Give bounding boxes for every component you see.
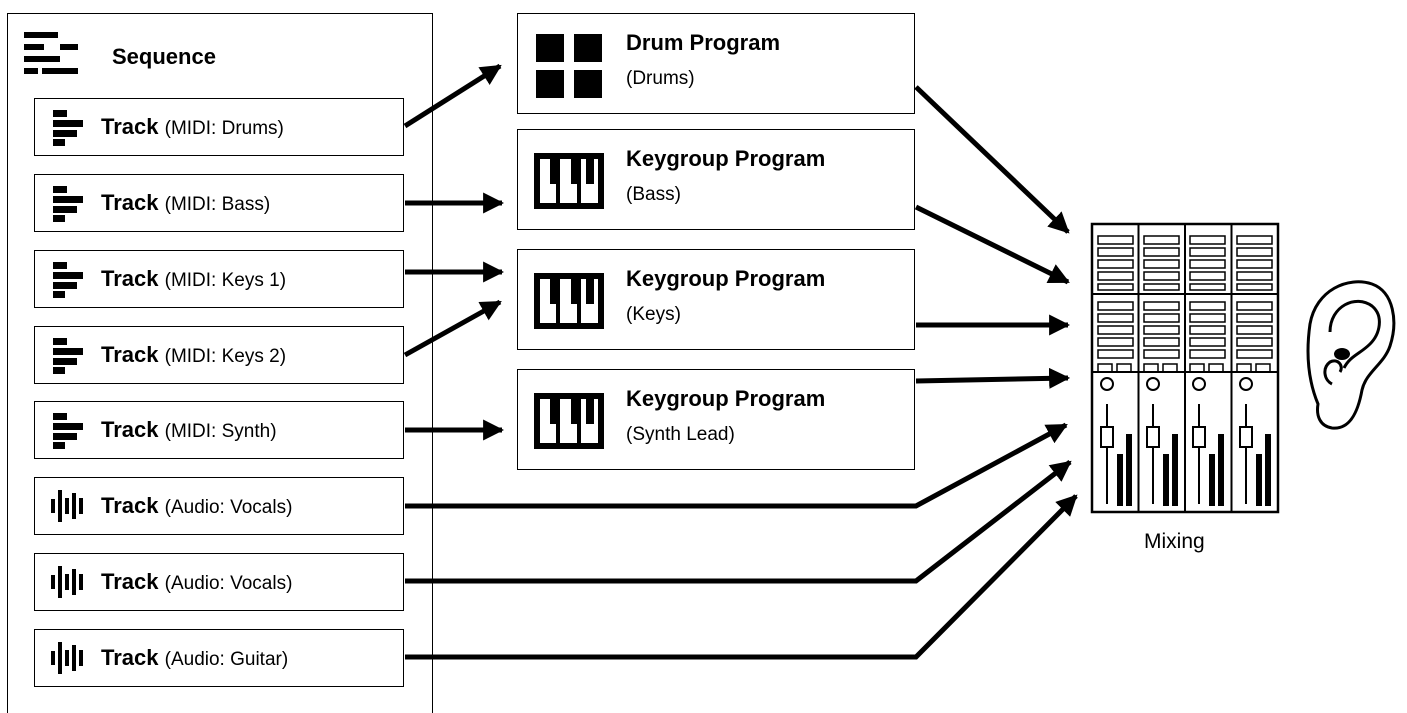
midi-track-icon [35, 175, 101, 231]
track-midi-synth[interactable]: Track (MIDI: Synth) [34, 401, 404, 459]
track-audio-vocals-2[interactable]: Track (Audio: Vocals) [34, 553, 404, 611]
program-detail: (Keys) [626, 304, 681, 325]
program-drum[interactable]: Drum Program (Drums) [517, 13, 915, 114]
track-detail: (MIDI: Bass) [164, 194, 271, 215]
sequence-panel [7, 13, 433, 713]
track-detail: (MIDI: Synth) [164, 421, 277, 442]
program-keygroup-keys[interactable]: Keygroup Program (Keys) [517, 249, 915, 350]
track-midi-keys-1[interactable]: Track (MIDI: Keys 1) [34, 250, 404, 308]
track-midi-keys-2[interactable]: Track (MIDI: Keys 2) [34, 326, 404, 384]
audio-waveform-icon [35, 478, 101, 534]
arrow-keygroup-bass-to-mixer [914, 204, 1070, 285]
track-label: Track [101, 417, 159, 442]
mixer-icon [1090, 222, 1280, 514]
track-label: Track [101, 114, 159, 139]
piano-keys-icon [534, 273, 604, 329]
arrow-keys2-to-keygroup-keys [403, 299, 502, 358]
piano-keys-icon [534, 393, 604, 449]
piano-keys-icon [534, 153, 604, 209]
track-label: Track [101, 493, 159, 518]
ear-icon [1306, 280, 1396, 430]
program-name: Keygroup Program [626, 266, 826, 291]
track-detail: (MIDI: Drums) [164, 118, 284, 139]
track-audio-guitar[interactable]: Track (Audio: Guitar) [34, 629, 404, 687]
program-detail: (Drums) [626, 68, 695, 89]
audio-waveform-icon [35, 630, 101, 686]
track-label: Track [101, 266, 159, 291]
arrow-vocals2-to-mixer [405, 460, 1072, 584]
program-keygroup-synth-lead[interactable]: Keygroup Program (Synth Lead) [517, 369, 915, 470]
audio-waveform-icon [35, 554, 101, 610]
track-detail: (Audio: Vocals) [164, 573, 293, 594]
arrow-drums-to-drum-program [403, 63, 502, 129]
program-name: Drum Program [626, 30, 781, 55]
midi-track-icon [35, 251, 101, 307]
track-detail: (MIDI: Keys 1) [164, 270, 287, 291]
program-name: Keygroup Program [626, 146, 826, 171]
track-audio-vocals-1[interactable]: Track (Audio: Vocals) [34, 477, 404, 535]
program-detail: (Synth Lead) [626, 424, 735, 445]
track-detail: (Audio: Guitar) [164, 649, 289, 670]
midi-track-icon [35, 402, 101, 458]
track-midi-bass[interactable]: Track (MIDI: Bass) [34, 174, 404, 232]
drum-pads-icon [536, 34, 602, 98]
mixing-label: Mixing [1144, 530, 1205, 553]
program-name: Keygroup Program [626, 386, 826, 411]
arrow-vocals1-to-mixer [405, 422, 1068, 509]
arrow-keygroup-synth-to-mixer [915, 367, 1071, 389]
sequence-icon [24, 32, 78, 74]
track-midi-drums[interactable]: Track (MIDI: Drums) [34, 98, 404, 156]
arrow-guitar-to-mixer [405, 494, 1078, 660]
track-label: Track [101, 569, 159, 594]
track-label: Track [101, 645, 159, 670]
arrow-drum-program-to-mixer [914, 85, 1070, 234]
midi-track-icon [35, 99, 101, 155]
track-label: Track [101, 342, 159, 367]
program-detail: (Bass) [626, 184, 681, 205]
program-keygroup-bass[interactable]: Keygroup Program (Bass) [517, 129, 915, 230]
sequence-title: Sequence [112, 44, 216, 69]
track-detail: (Audio: Vocals) [164, 497, 293, 518]
track-label: Track [101, 190, 159, 215]
midi-track-icon [35, 327, 101, 383]
track-detail: (MIDI: Keys 2) [164, 346, 287, 367]
